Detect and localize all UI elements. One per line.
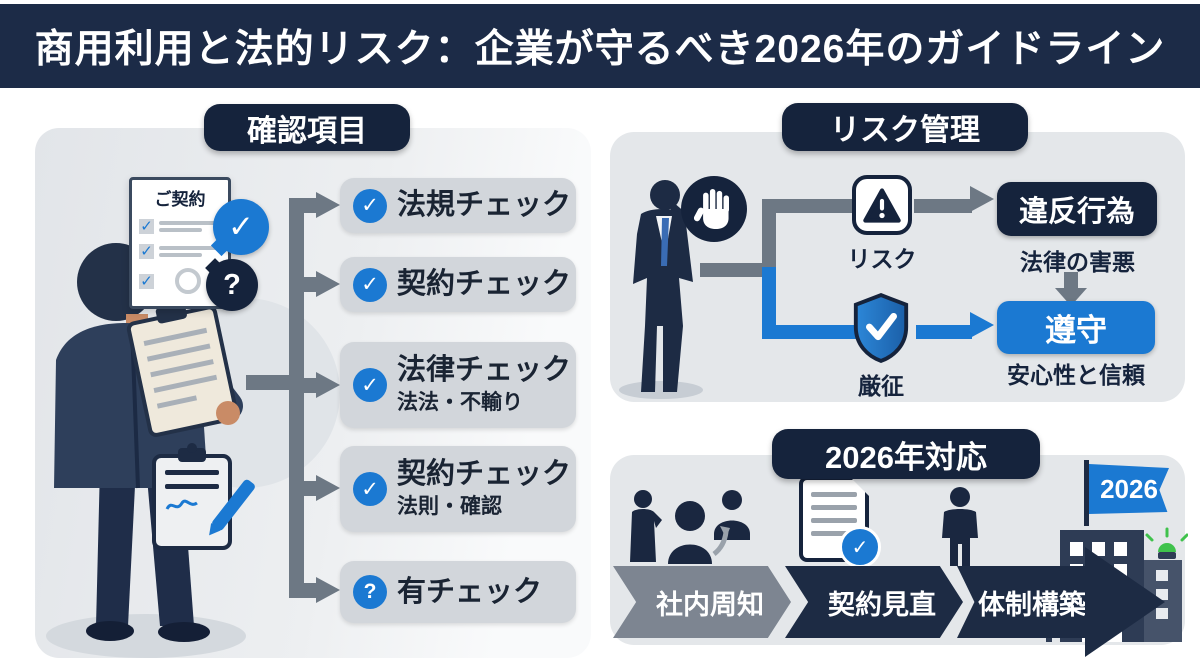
check-glyph: ✓ — [228, 209, 254, 244]
step-shanai-shuchi: 社内周知 — [613, 566, 791, 638]
comply-bar — [774, 325, 856, 339]
step-label: 体制構築 — [978, 589, 1086, 620]
contract-row: ✓ — [139, 243, 221, 260]
plan-header-label: 2026年対応 — [825, 439, 987, 475]
connector-branch — [302, 481, 318, 496]
check-bubble-icon: ✓ — [213, 199, 269, 255]
risk-header-pill: リスク管理 — [782, 103, 1028, 151]
connector-branch — [302, 198, 318, 213]
checklist-item-texts: 法律チェック 法法・不輸り — [397, 354, 571, 416]
checklist-item: ✓ 契約チェック 法則・確認 — [340, 446, 576, 532]
risk-connector-trunk-blue — [762, 267, 776, 339]
check-badge-icon: ✓ — [353, 472, 387, 506]
risk-businessman-silhouette — [619, 180, 703, 399]
warning-triangle-icon — [863, 187, 901, 223]
contract-lines — [159, 243, 221, 260]
flag-2026: 2026 — [1089, 464, 1169, 514]
arrow-head — [316, 271, 340, 297]
comply-sub-label: 安心性と信頼 — [1007, 362, 1145, 388]
shield-label: 厳征 — [858, 373, 904, 399]
checklist-header-label: 確認項目 — [247, 114, 367, 148]
step-taisei-kochiku: 体制構築 — [957, 566, 1091, 638]
page-fold — [849, 476, 869, 496]
violation-label: 違反行為 — [1018, 196, 1135, 228]
document-review-icon: ✓ — [799, 476, 881, 568]
arrow-head — [970, 186, 994, 212]
arrow-head — [316, 475, 340, 501]
arrow-head — [316, 577, 340, 603]
stamp-icon — [175, 268, 201, 294]
risk-header-label: リスク管理 — [830, 114, 980, 147]
clipboard-clip — [178, 448, 206, 462]
doc-check-icon: ✓ — [839, 526, 881, 568]
question-badge-icon: ? — [353, 575, 387, 609]
checklist-item-label: 法律チェック — [397, 353, 572, 386]
risk-connector-stub — [700, 263, 766, 277]
comply-label: 遵守 — [1045, 313, 1107, 348]
flag-pole — [1084, 460, 1089, 526]
clipboard-knob — [187, 443, 197, 453]
checklist-item-label: 法規チェック — [397, 189, 572, 222]
stop-hand-circle — [681, 176, 747, 242]
checklist-item-sub: 法法・不輸り — [397, 391, 523, 415]
checklist-item-sub: 法則・確認 — [397, 495, 502, 519]
risk-arrow-bar — [914, 199, 972, 213]
check-badge-icon: ✓ — [353, 368, 387, 402]
contract-row: ✓ — [139, 268, 221, 294]
risk-branch-top — [774, 199, 854, 213]
question-bubble-icon: ? — [206, 259, 258, 311]
connector-trunk — [289, 198, 304, 598]
contract-row: ✓ — [139, 218, 221, 235]
step-label: 社内周知 — [656, 589, 764, 620]
signing-clipboard-icon — [152, 443, 257, 550]
connector-branch — [302, 583, 318, 598]
warning-box — [852, 175, 912, 235]
connector-branch — [302, 378, 318, 393]
checkbox-icon: ✓ — [139, 218, 154, 235]
checklist-item-label: 契約チェック — [397, 457, 572, 490]
contract-lines — [159, 218, 221, 235]
checklist-item-texts: 契約チェック 法則・確認 — [397, 458, 571, 520]
signature-squiggle — [165, 499, 198, 510]
risk-node-label: リスク — [847, 246, 917, 272]
checkbox-icon: ✓ — [139, 272, 154, 290]
arrow-head — [316, 372, 340, 398]
connector-stub — [246, 375, 294, 390]
arrow-head — [970, 312, 994, 338]
checklist-header-pill: 確認項目 — [204, 104, 410, 151]
checkbox-icon: ✓ — [139, 243, 154, 260]
check-badge-icon: ✓ — [353, 188, 387, 223]
plan-header-pill: 2026年対応 — [772, 429, 1040, 479]
people-group-icon — [630, 490, 750, 564]
comply-node: 遵守 — [997, 301, 1155, 354]
risk-connector-trunk-gray — [762, 199, 776, 269]
title-band: 商用利用と法的リスク：企業が守るべき2026年のガイドライン — [0, 4, 1200, 88]
step-keiyaku-minaoshi: 契約見直 — [785, 566, 963, 638]
question-glyph: ? — [223, 268, 241, 301]
connector-branch — [302, 277, 318, 292]
page-title: 商用利用と法的リスク：企業が守るべき2026年のガイドライン — [34, 28, 1166, 71]
down-arrow-bar — [1064, 272, 1078, 290]
standing-person-icon — [942, 487, 978, 566]
arrow-head — [316, 192, 340, 218]
comply-arrow-bar — [916, 325, 972, 339]
checklist-item-label: 契約チェック — [397, 268, 572, 301]
step-label: 契約見直 — [828, 589, 936, 620]
checklist-item: ? 有チェック — [340, 561, 576, 623]
checklist-item: ✓ 法規チェック — [340, 178, 576, 233]
flag-year-label: 2026 — [1100, 473, 1158, 504]
violation-node: 違反行為 — [997, 182, 1157, 236]
checklist-item: ✓ 契約チェック — [340, 257, 576, 312]
shield-check-icon — [853, 292, 909, 363]
checklist-item-label: 有チェック — [397, 575, 543, 608]
hand-icon — [694, 189, 729, 229]
check-badge-icon: ✓ — [353, 267, 387, 302]
violation-sub-label: 法律の害悪 — [1020, 249, 1135, 275]
checklist-item: ✓ 法律チェック 法法・不輸り — [340, 342, 576, 428]
contract-document-title: ご契約 — [154, 190, 206, 209]
